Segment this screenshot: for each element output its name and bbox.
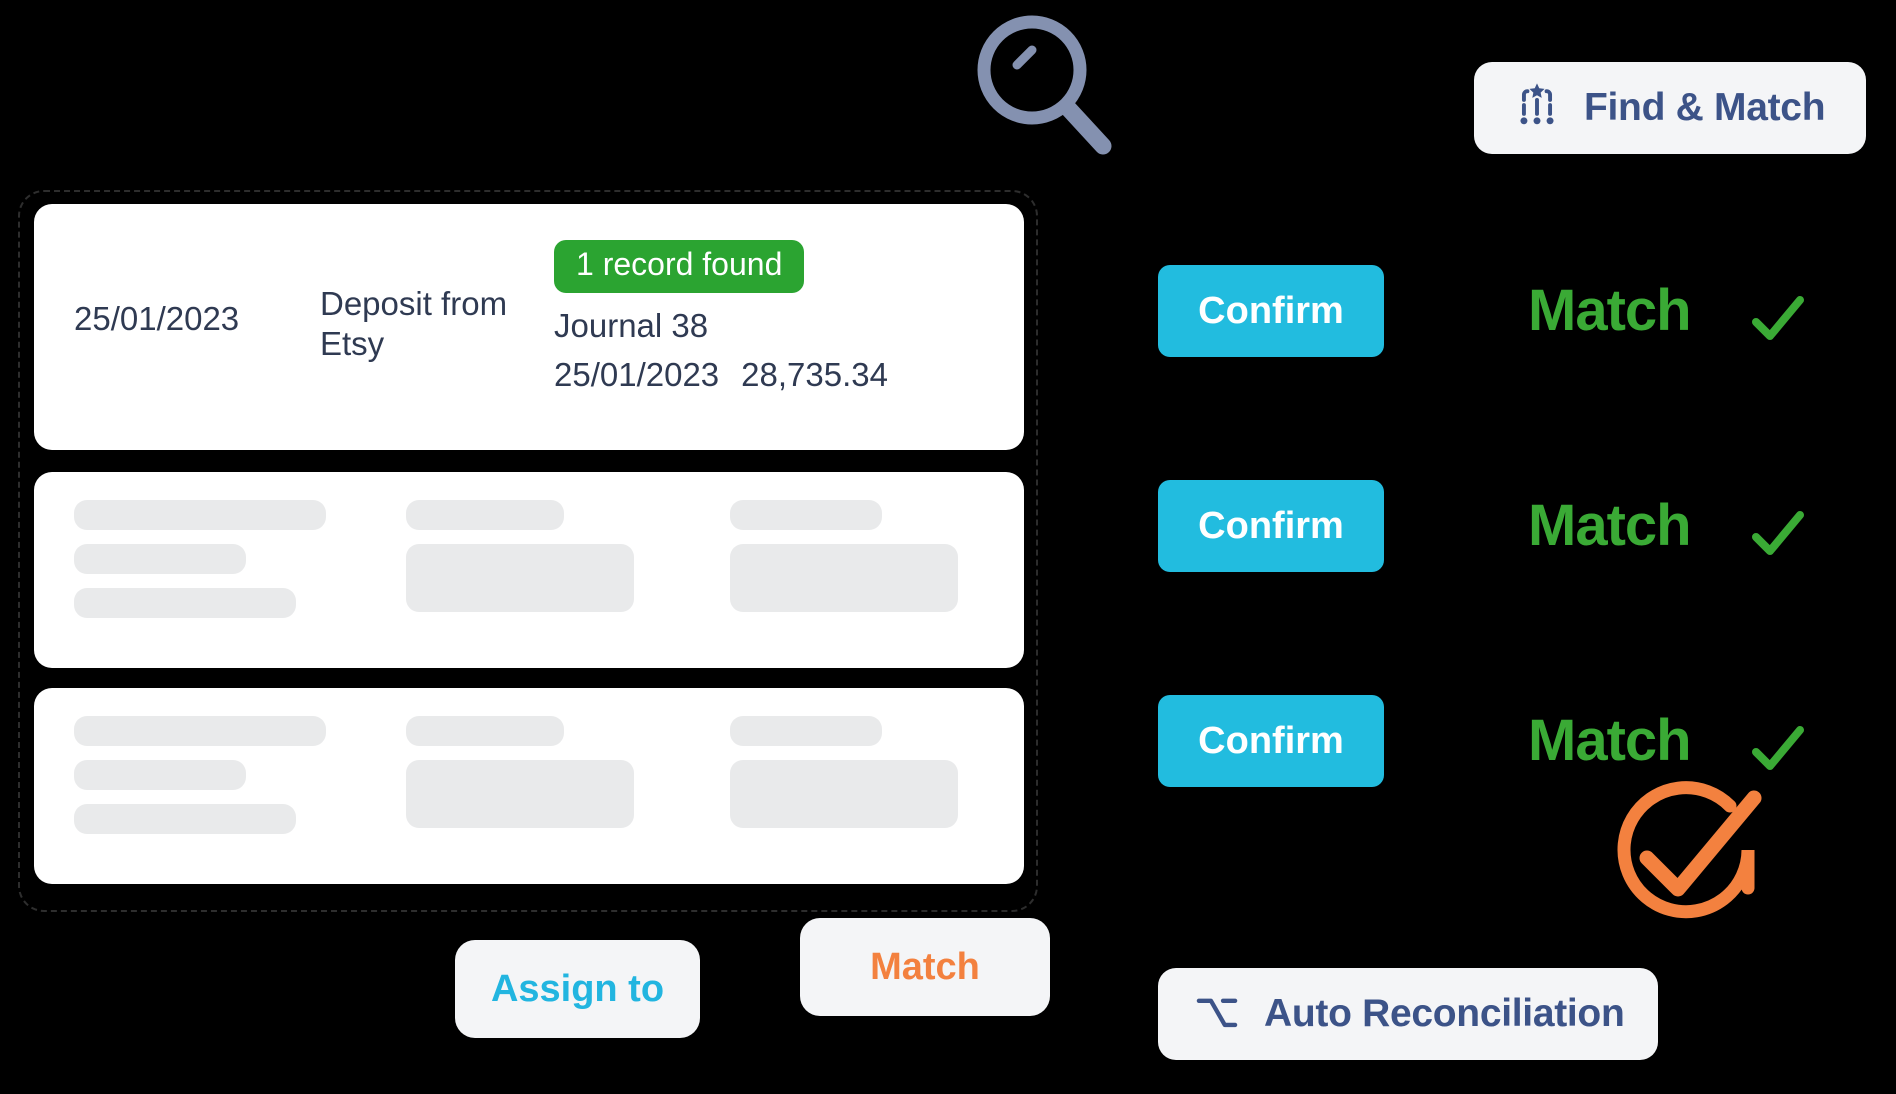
skeleton-bar bbox=[74, 544, 246, 574]
green-check-icon bbox=[1748, 505, 1808, 565]
match-status-label: Match bbox=[1528, 708, 1692, 773]
record-found-badge: 1 record found bbox=[554, 240, 805, 293]
skeleton-bar bbox=[405, 760, 634, 828]
confirm-label: Confirm bbox=[1198, 504, 1344, 547]
confirm-label: Confirm bbox=[1198, 719, 1344, 762]
match-button[interactable]: Match bbox=[800, 918, 1050, 1016]
skeleton-column bbox=[729, 716, 984, 856]
skeleton-bar bbox=[729, 544, 958, 612]
skeleton-bar bbox=[74, 804, 296, 834]
record-journal: Journal 38 bbox=[554, 306, 709, 344]
skeleton-column bbox=[729, 500, 984, 640]
record-journal-date: 25/01/2023 bbox=[554, 355, 720, 393]
auto-reconciliation-button[interactable]: Auto Reconciliation bbox=[1158, 968, 1658, 1060]
skeleton-bar bbox=[74, 500, 326, 530]
skeleton-bar bbox=[405, 716, 564, 746]
confirm-label: Confirm bbox=[1198, 289, 1344, 332]
match-button-label: Match bbox=[870, 945, 980, 988]
find-and-match-label: Find & Match bbox=[1584, 86, 1826, 129]
green-check-icon bbox=[1748, 290, 1808, 350]
match-status-label: Match bbox=[1528, 278, 1692, 343]
record-description: Deposit from Etsy bbox=[320, 285, 508, 363]
assign-to-label: Assign to bbox=[490, 967, 665, 1010]
magnifying-glass-icon bbox=[968, 8, 1128, 178]
auto-reconciliation-label: Auto Reconciliation bbox=[1264, 992, 1625, 1035]
skeleton-bar bbox=[405, 500, 564, 530]
skeleton-bar bbox=[74, 760, 246, 790]
skeleton-card bbox=[34, 688, 1024, 884]
match-status-label: Match bbox=[1528, 493, 1692, 558]
skeleton-bar bbox=[74, 588, 296, 618]
skeleton-bar bbox=[729, 760, 958, 828]
skeleton-column bbox=[74, 716, 394, 856]
transaction-card-stack: 25/01/2023 Deposit from Etsy 1 record fo… bbox=[18, 190, 1038, 912]
find-match-wand-icon bbox=[1510, 79, 1564, 138]
green-check-icon bbox=[1748, 720, 1808, 780]
orange-circle-check-icon bbox=[1602, 770, 1772, 940]
confirm-button[interactable]: Confirm bbox=[1158, 480, 1384, 572]
skeleton-bar bbox=[405, 544, 634, 612]
skeleton-card bbox=[34, 472, 1024, 668]
skeleton-bar bbox=[74, 716, 326, 746]
option-key-icon bbox=[1192, 987, 1242, 1042]
skeleton-bar bbox=[729, 716, 882, 746]
find-and-match-button[interactable]: Find & Match bbox=[1474, 62, 1866, 154]
record-match-details: 1 record found Journal 38 25/01/2023 28,… bbox=[554, 240, 888, 394]
transaction-record-card[interactable]: 25/01/2023 Deposit from Etsy 1 record fo… bbox=[34, 204, 1024, 450]
confirm-button[interactable]: Confirm bbox=[1158, 695, 1384, 787]
skeleton-bar bbox=[729, 500, 882, 530]
record-amount: 28,735.34 bbox=[741, 355, 888, 393]
record-date: 25/01/2023 bbox=[74, 300, 240, 337]
skeleton-column bbox=[74, 500, 394, 640]
confirm-button[interactable]: Confirm bbox=[1158, 265, 1384, 357]
skeleton-column bbox=[405, 716, 670, 856]
skeleton-column bbox=[405, 500, 670, 640]
assign-to-button[interactable]: Assign to bbox=[455, 940, 700, 1038]
